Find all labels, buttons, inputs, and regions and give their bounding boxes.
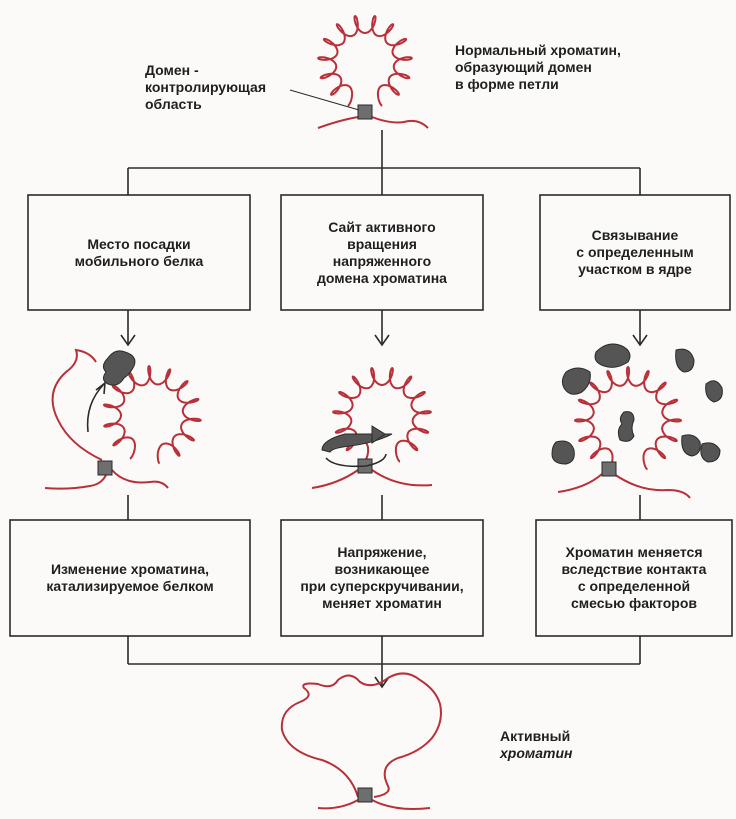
box-text-nuclear-binding: Связывание с определенным участком в ядр… [576,227,694,277]
box-result-protein [9,519,251,637]
box-text-mobile-protein: Место посадки мобильного белка [74,235,204,269]
right-tail-left [557,473,603,493]
nuclear-factors [551,343,723,465]
factor-5 [617,411,635,442]
active-chromatin-label-1: Активный [500,728,571,744]
top-tail-left [317,116,359,129]
mechanism-left [44,348,202,490]
active-chromatin-strand [280,672,442,798]
box-result-supercoil [280,519,484,637]
pointer-line [289,89,360,111]
arrowhead-right-1 [632,334,648,347]
factor-7 [681,434,701,457]
mechanism-right [551,343,723,499]
mobile-protein-blob [102,350,136,386]
box-text-rotation-site: Сайт активного вращения напряженного дом… [317,218,447,286]
factor-3 [561,367,591,395]
arrowhead-mid-1 [374,334,390,347]
left-tail-b [111,469,169,489]
center-coil [332,366,432,463]
right-tail-right [613,473,691,499]
boxes [9,194,733,637]
factor-6 [551,440,575,465]
factor-1 [594,343,631,368]
top-tail-right [371,116,429,129]
rotation-arrow-lower [325,453,387,468]
left-tail-a [44,469,109,490]
insertion-arrow [86,383,105,433]
box-nuclear-binding [539,194,731,311]
top-coil [317,15,413,107]
insertion-arrowhead [95,381,106,395]
factor-2 [675,348,695,373]
active-chromatin-label-2: хроматин [500,745,573,761]
mechanism-center [311,366,433,489]
result-text-supercoil: Напряжение, возникающее при суперскручив… [300,544,464,611]
top-chromatin-loop [289,15,429,129]
factor-4 [705,380,723,403]
active-tail-left [317,799,359,810]
result-text-protein: Изменение хроматина, катализируемое белк… [46,561,214,594]
box-mobile-protein [27,194,251,311]
normal-chromatin-label: Нормальный хроматин, образующий домен в … [455,42,621,92]
center-tail-right [371,469,433,487]
arrowhead-final [374,676,390,689]
control-region-anchor [357,104,373,120]
left-coil [102,364,202,465]
rotation-arrowhead [371,425,386,444]
result-text-factors: Хроматин меняется вследствие контакта с … [561,544,707,611]
right-anchor [601,461,617,477]
flow-lines [120,130,648,689]
arrowhead-left-1 [120,334,136,347]
active-tail-right [371,799,431,810]
box-rotation-site [280,194,484,311]
left-anchor [97,460,113,476]
box-result-factors [535,519,733,637]
active-anchor [357,787,373,803]
center-tail-left [311,469,359,489]
right-coil [573,365,683,471]
left-free-strand [51,348,103,461]
control-region-label: Домен - контролирующая область [145,62,266,112]
active-chromatin [280,672,442,810]
factor-8 [700,442,721,463]
